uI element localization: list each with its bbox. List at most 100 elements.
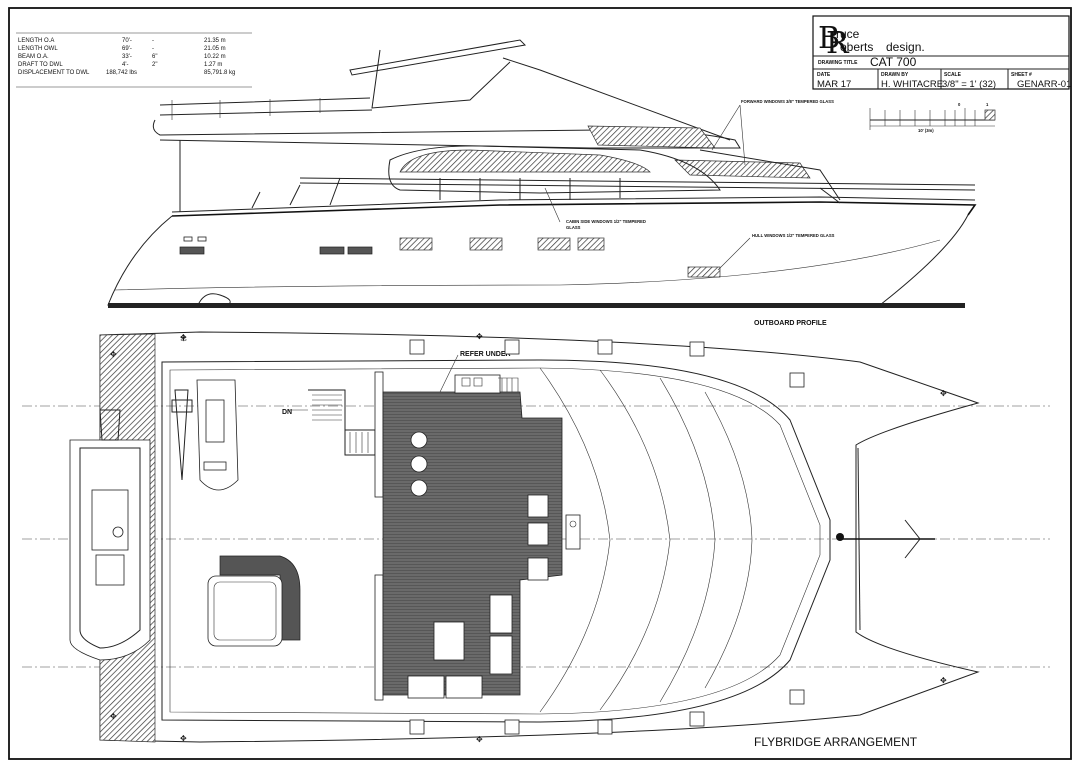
outboard-profile: FORWARD WINDOWS 3/8" TEMPERED GLASS CABI… bbox=[107, 39, 977, 327]
drawing-title-label: DRAWING TITLE bbox=[818, 60, 858, 66]
spec-label: LENGTH OWL bbox=[18, 46, 58, 52]
settee bbox=[489, 635, 513, 675]
tender-seat bbox=[91, 489, 129, 551]
aft-sunpad bbox=[207, 575, 283, 647]
spec-label: BEAM O.A. bbox=[18, 54, 49, 60]
svg-text:✥: ✥ bbox=[110, 350, 117, 359]
tender-seat bbox=[95, 554, 125, 586]
spec-metric: 21.35 m bbox=[204, 38, 226, 44]
spec-metric: 1.27 m bbox=[204, 62, 222, 68]
note-forward-windows: FORWARD WINDOWS 3/8" TEMPERED GLASS bbox=[741, 99, 834, 104]
hull-window bbox=[399, 237, 433, 251]
spec-metric: 10.22 m bbox=[204, 54, 226, 60]
flybridge-plan: DN REFER UNDER bbox=[22, 331, 1050, 749]
drawn-by-label: DRAWN BY bbox=[881, 72, 909, 78]
settee bbox=[407, 675, 445, 699]
drawn-by-value: H. WHITACRE bbox=[881, 79, 943, 90]
table bbox=[433, 621, 465, 661]
refrigerator bbox=[454, 374, 501, 394]
spec-metric: 21.05 m bbox=[204, 46, 226, 52]
settee bbox=[445, 675, 483, 699]
hull-window bbox=[687, 266, 721, 278]
spec-metric: 85,791.8 kg bbox=[204, 70, 235, 76]
svg-text:✥: ✥ bbox=[180, 333, 187, 342]
scale-bar: 0 1 10' (3m) bbox=[869, 102, 996, 133]
helm-seat bbox=[527, 522, 549, 546]
plan-title: FLYBRIDGE ARRANGEMENT bbox=[754, 735, 918, 749]
spec-feet: 69'- bbox=[122, 46, 132, 52]
spec-row: DISPLACEMENT TO DWL 188,742 lbs 85,791.8… bbox=[18, 70, 235, 76]
note-hull-windows: HULL WINDOWS 1/2" TEMPERED GLASS bbox=[752, 233, 835, 238]
svg-text:✥: ✥ bbox=[476, 735, 483, 744]
logo-word-ruce: ruce bbox=[836, 27, 860, 41]
spec-feet: 188,742 lbs bbox=[106, 70, 137, 76]
scale-tick-0: 0 bbox=[958, 102, 961, 107]
helm-wheel-icon bbox=[112, 526, 124, 538]
spec-row: BEAM O.A. 33'- 6" 10.22 m bbox=[18, 54, 226, 60]
svg-text:✥: ✥ bbox=[180, 734, 187, 743]
helm-console bbox=[565, 514, 581, 550]
date-value: MAR 17 bbox=[817, 79, 851, 90]
hull-window bbox=[179, 246, 205, 255]
spec-feet: 70'- bbox=[122, 38, 132, 44]
scale-tick-1: 1 bbox=[986, 102, 989, 107]
spec-inches: 6" bbox=[152, 54, 157, 60]
anchor-icon bbox=[836, 533, 844, 541]
title-block: B R ruce oberts design. DRAWING TITLE CA… bbox=[812, 15, 1071, 90]
profile-title: OUTBOARD PROFILE bbox=[754, 320, 827, 327]
label-down: DN bbox=[282, 409, 292, 416]
deck-hatches bbox=[409, 339, 805, 735]
spec-row: LENGTH OWL 69'- - 21.05 m bbox=[18, 46, 226, 52]
scale-label: SCALE bbox=[944, 72, 962, 78]
note-cabin-windows: CABIN SIDE WINDOWS 1/2" TEMPERED bbox=[566, 219, 646, 224]
helm-seat bbox=[527, 557, 549, 581]
bar-stool bbox=[410, 479, 428, 497]
scale-bar-label: 10' (3m) bbox=[918, 128, 934, 133]
note-cabin-windows-2: GLASS bbox=[566, 225, 581, 230]
hull-window bbox=[347, 246, 373, 255]
spec-row: LENGTH O.A 70'- - 21.35 m bbox=[18, 38, 226, 44]
svg-text:✥: ✥ bbox=[110, 712, 117, 721]
scale-value: 3/8" = 1' (32) bbox=[942, 79, 996, 90]
settee bbox=[489, 594, 513, 634]
helm-seat bbox=[527, 494, 549, 518]
svg-text:⚓︎: ⚓︎ bbox=[180, 334, 187, 343]
company-logo: B R ruce oberts design. bbox=[818, 21, 925, 61]
spec-label: LENGTH O.A bbox=[18, 38, 54, 44]
svg-text:✥: ✥ bbox=[940, 389, 947, 398]
spec-inches: - bbox=[152, 46, 154, 52]
spec-feet: 4'- bbox=[122, 62, 128, 68]
sheet-border bbox=[8, 7, 1072, 760]
sheet-label: SHEET # bbox=[1011, 72, 1032, 78]
dinghy-console bbox=[205, 399, 225, 443]
hull-window bbox=[197, 236, 207, 242]
drawing-title: CAT 700 bbox=[870, 55, 917, 69]
hull-window bbox=[319, 246, 345, 255]
cleats: ⚓︎ ✥ ✥ ✥ ✥ ✥ ✥ ✥ ✥ bbox=[110, 332, 947, 744]
logo-initial-b: B bbox=[818, 21, 840, 56]
hull-window bbox=[183, 236, 193, 242]
spec-inches: - bbox=[152, 38, 154, 44]
spec-inches: 2" bbox=[152, 62, 157, 68]
logo-word-oberts: oberts bbox=[840, 40, 873, 54]
spec-label: DISPLACEMENT TO DWL bbox=[18, 70, 90, 76]
logo-initial-r: R bbox=[826, 26, 850, 61]
hull-window bbox=[469, 237, 503, 251]
svg-text:✥: ✥ bbox=[476, 332, 483, 341]
sheet-value: GENARR-01 bbox=[1017, 79, 1071, 90]
stairway bbox=[308, 389, 376, 456]
dinghy-seat bbox=[203, 461, 227, 471]
bar-stool bbox=[410, 455, 428, 473]
hull-window bbox=[537, 237, 571, 251]
bar-stool bbox=[410, 431, 428, 449]
hull-window bbox=[577, 237, 605, 251]
spec-feet: 33'- bbox=[122, 54, 132, 60]
spec-label: DRAFT TO DWL bbox=[18, 62, 63, 68]
svg-text:✥: ✥ bbox=[940, 676, 947, 685]
date-label: DATE bbox=[817, 72, 831, 78]
spec-row: DRAFT TO DWL 4'- 2" 1.27 m bbox=[18, 62, 222, 68]
label-refer-under: REFER UNDER bbox=[460, 351, 511, 358]
specifications-table: LENGTH O.A 70'- - 21.35 m LENGTH OWL 69'… bbox=[16, 32, 252, 88]
logo-word-design: design. bbox=[886, 40, 925, 54]
